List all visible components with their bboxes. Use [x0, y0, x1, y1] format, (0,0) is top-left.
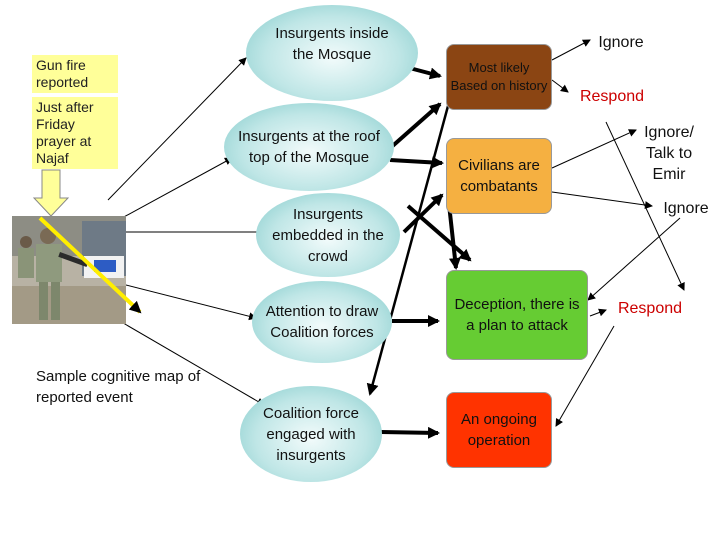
node-civilians-combatants: Civilians are combatants	[446, 138, 552, 214]
node-deception-plan: Deception, there is a plan to attack	[446, 270, 588, 360]
yellow-arrow-down	[32, 169, 70, 217]
arrow-civilians-to-ignore-talk	[551, 129, 637, 169]
node-insurgents-embedded-crowd-label: Insurgents embedded in the crowd	[272, 205, 384, 265]
arrow-photo-to-inside-mosque	[107, 57, 247, 201]
node-coalition-force-engaged-label: Coalition force engaged with insurgents	[263, 404, 359, 464]
node-coalition-force-engaged: Coalition force engaged with insurgents	[240, 386, 382, 482]
diagram-caption: Sample cognitive map of reported event	[36, 368, 201, 406]
response-ignore-talk-emir: Ignore/ Talk to Emir	[644, 124, 694, 183]
arrow-photo-to-roof-top	[121, 157, 233, 219]
yellow-arrow-diagonal	[38, 216, 142, 314]
node-most-likely-history-label: Most likely Based on history	[450, 60, 548, 93]
node-insurgents-inside-mosque: Insurgents inside the Mosque	[246, 5, 418, 101]
note-gun-fire: Gun fire reported	[32, 55, 118, 93]
arrow-roof-top-to-most-likely	[386, 102, 442, 152]
response-ignore-top: Ignore	[598, 34, 644, 51]
note-friday-prayer-text: Just after Friday prayer at Najaf	[36, 99, 94, 166]
response-respond-top: Respond	[579, 88, 645, 105]
node-civilians-combatants-label: Civilians are combatants	[458, 157, 540, 195]
arrow-civilians-to-ignore-right	[551, 191, 653, 209]
node-ongoing-operation: An ongoing operation	[446, 392, 552, 468]
node-insurgents-roof-top: Insurgents at the roof top of the Mosque	[224, 103, 394, 191]
arrow-most-likely-to-respond	[551, 79, 569, 93]
node-attention-draw-coalition-label: Attention to draw Coalition forces	[265, 303, 379, 341]
node-most-likely-history: Most likely Based on history	[446, 44, 552, 110]
response-ignore-right: Ignore	[663, 200, 709, 217]
arrow-most-likely-to-ignore	[551, 39, 591, 61]
arrow-deception-to-respond	[589, 308, 607, 317]
arrow-cross-to-respond	[605, 121, 685, 291]
node-attention-draw-coalition: Attention to draw Coalition forces	[252, 281, 392, 363]
arrow-embedded-to-civilians	[402, 193, 444, 234]
arrow-most-likely-to-coalition	[366, 105, 450, 396]
node-insurgents-roof-top-label: Insurgents at the roof top of the Mosque	[238, 128, 380, 166]
node-ongoing-operation-label: An ongoing operation	[461, 411, 537, 449]
note-friday-prayer: Just after Friday prayer at Najaf	[32, 97, 118, 169]
arrow-photo-to-attention	[125, 284, 257, 321]
arrow-photo-to-coalition	[117, 319, 265, 406]
node-insurgents-inside-mosque-label: Insurgents inside the Mosque	[275, 25, 389, 63]
arrow-response-to-deception	[587, 217, 681, 301]
note-gun-fire-text: Gun fire reported	[36, 57, 89, 90]
arrow-coalition-to-ongoing	[377, 426, 440, 439]
arrow-deception-to-ongoing	[555, 325, 615, 427]
node-deception-plan-label: Deception, there is a plan to attack	[454, 296, 580, 334]
response-respond-bottom: Respond	[617, 300, 683, 317]
node-insurgents-embedded-crowd: Insurgents embedded in the crowd	[256, 193, 400, 277]
